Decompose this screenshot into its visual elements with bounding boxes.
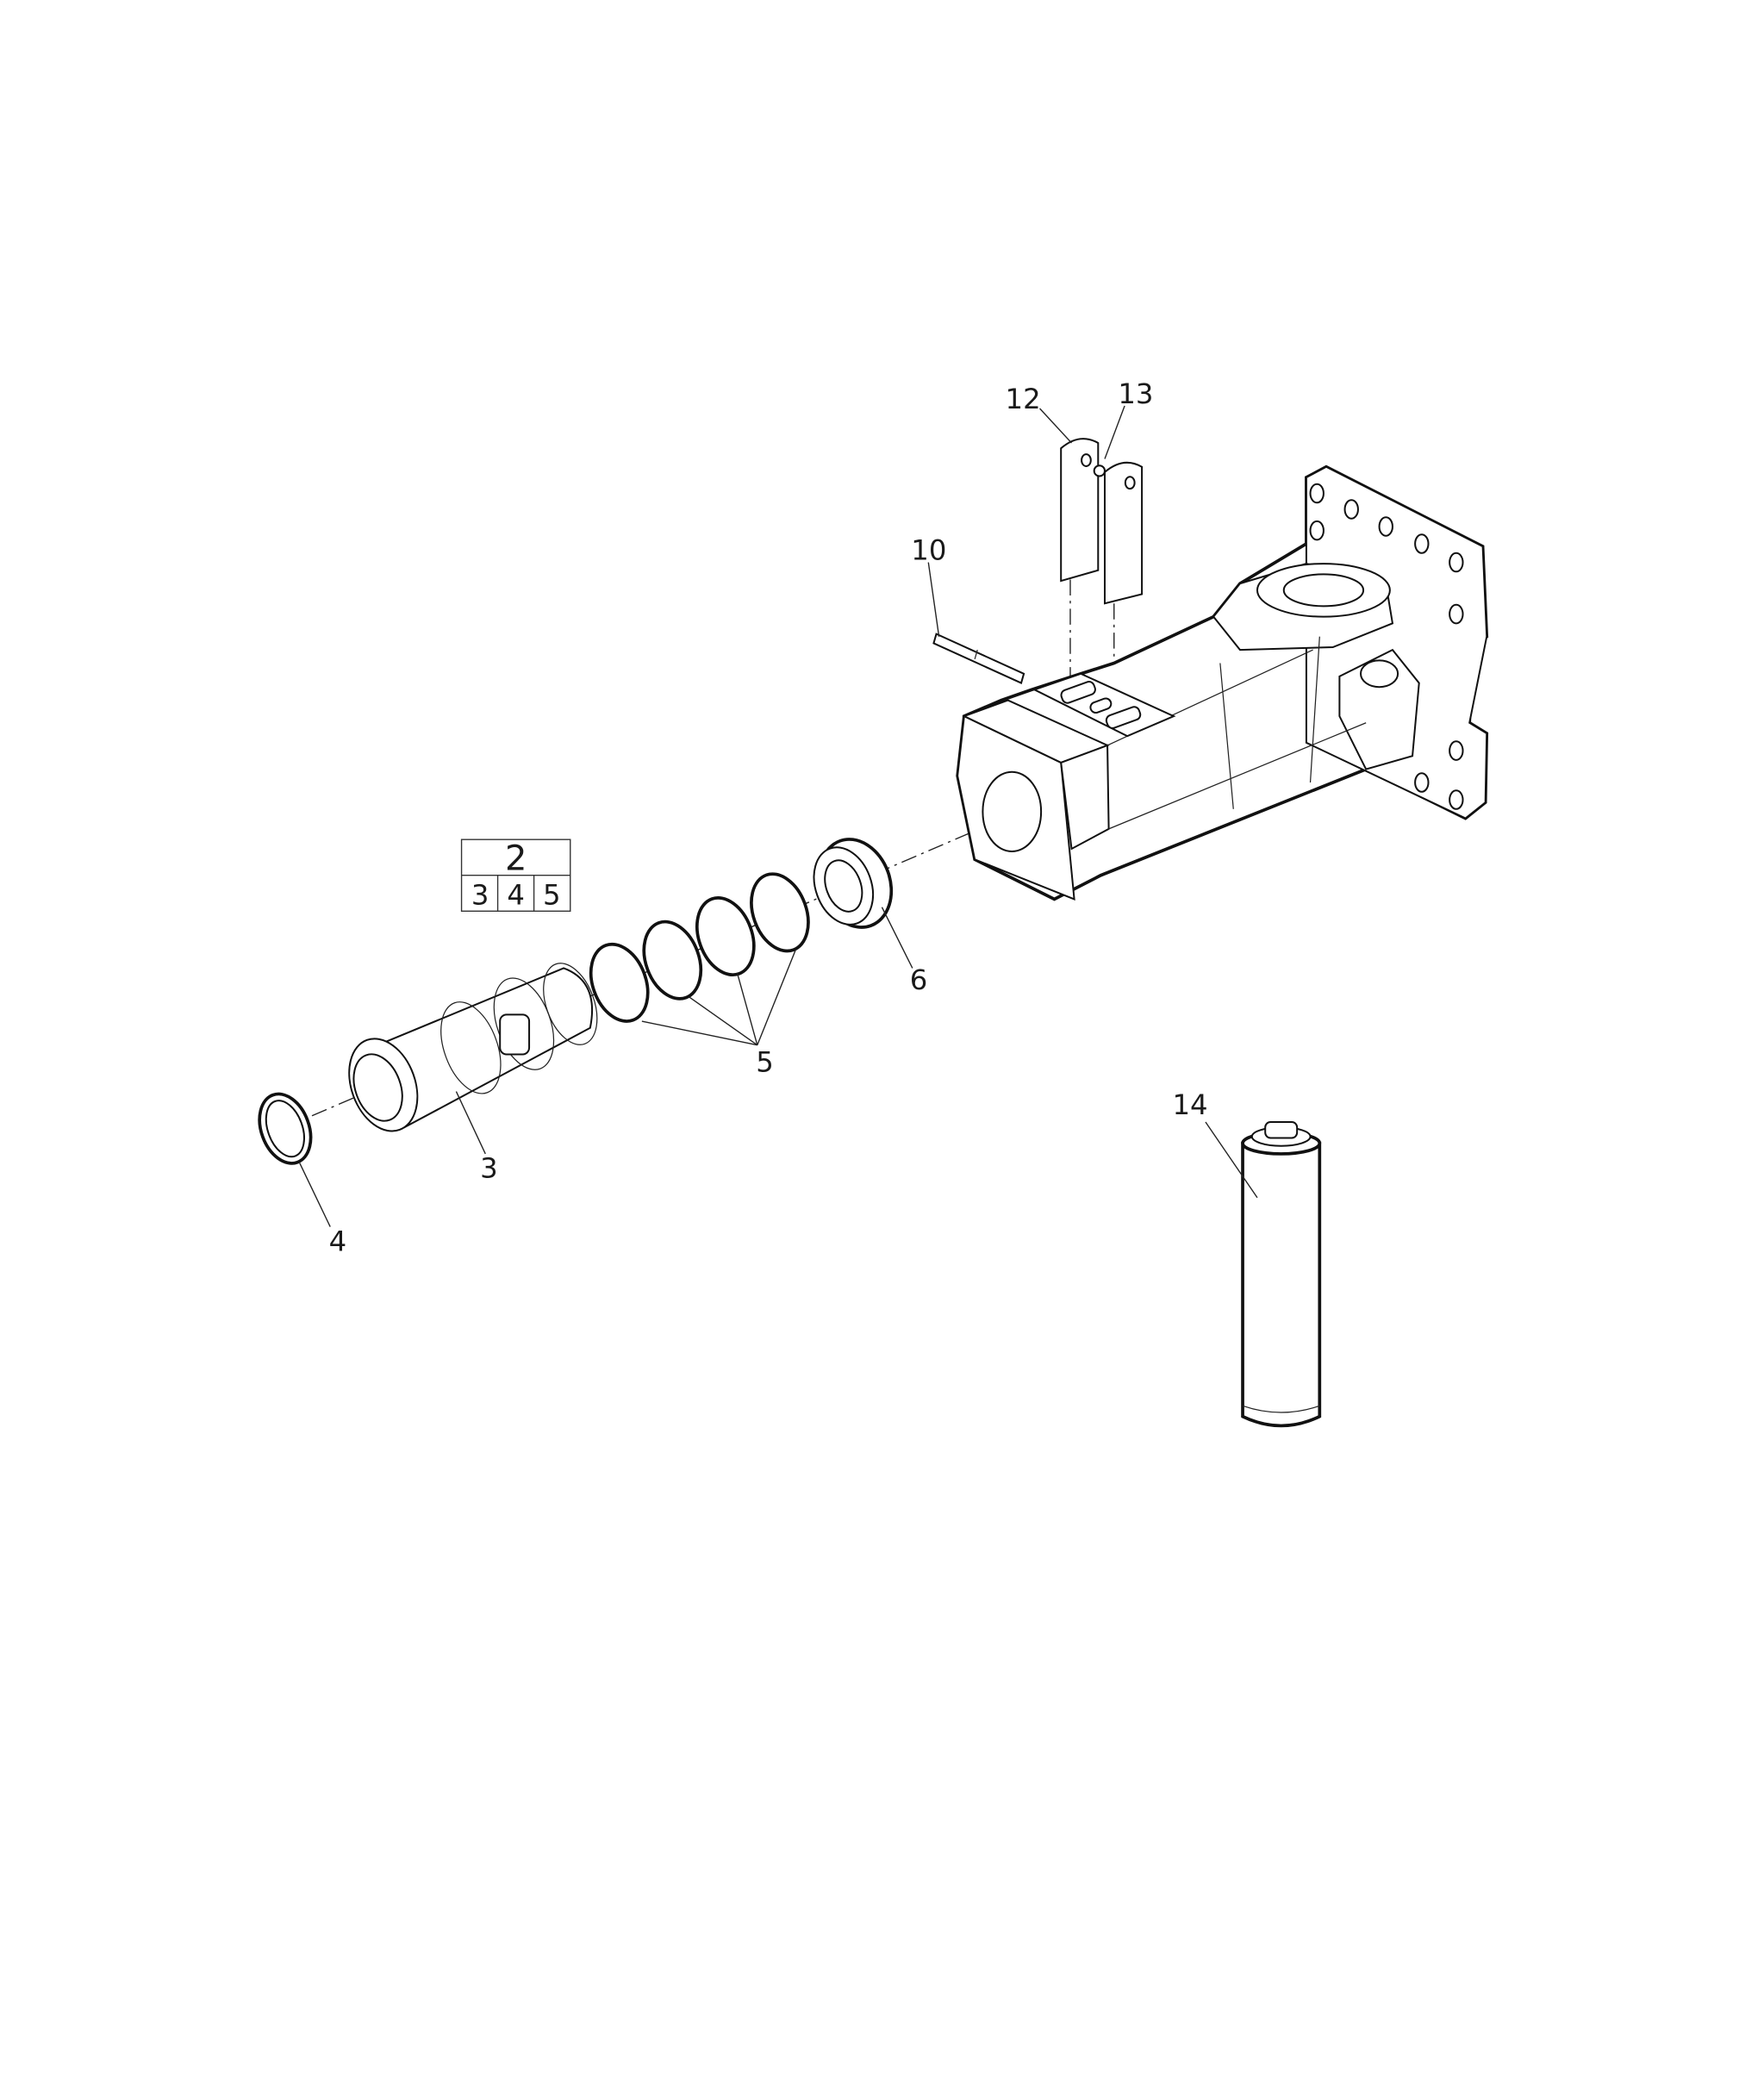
- callout-4: 4: [329, 1225, 347, 1257]
- kit-item: 4: [507, 879, 525, 912]
- snap-ring-4: [258, 1092, 313, 1165]
- sleeve-3: [348, 963, 598, 1132]
- kit-table: 2 3 4 5: [460, 839, 571, 912]
- axle-housing: [956, 464, 1489, 901]
- callout-3: 3: [480, 1152, 498, 1185]
- kit-item: 3: [471, 879, 489, 912]
- callout-13: 13: [1118, 377, 1153, 410]
- pin-13: [1093, 461, 1144, 605]
- kit-item: 5: [543, 879, 561, 912]
- pin-10: [932, 633, 1025, 684]
- kit-header: 2: [505, 839, 527, 879]
- leader-lines: [299, 405, 1258, 1227]
- callout-5: 5: [756, 1046, 774, 1079]
- callout-14: 14: [1172, 1088, 1207, 1121]
- callout-6: 6: [910, 963, 928, 996]
- callout-10: 10: [911, 533, 946, 566]
- o-rings-5: [589, 872, 810, 1023]
- cartridge-14: [1241, 1120, 1322, 1428]
- callout-12: 12: [1006, 383, 1041, 415]
- pin-12: [1060, 438, 1100, 583]
- bearing-6: [813, 838, 894, 929]
